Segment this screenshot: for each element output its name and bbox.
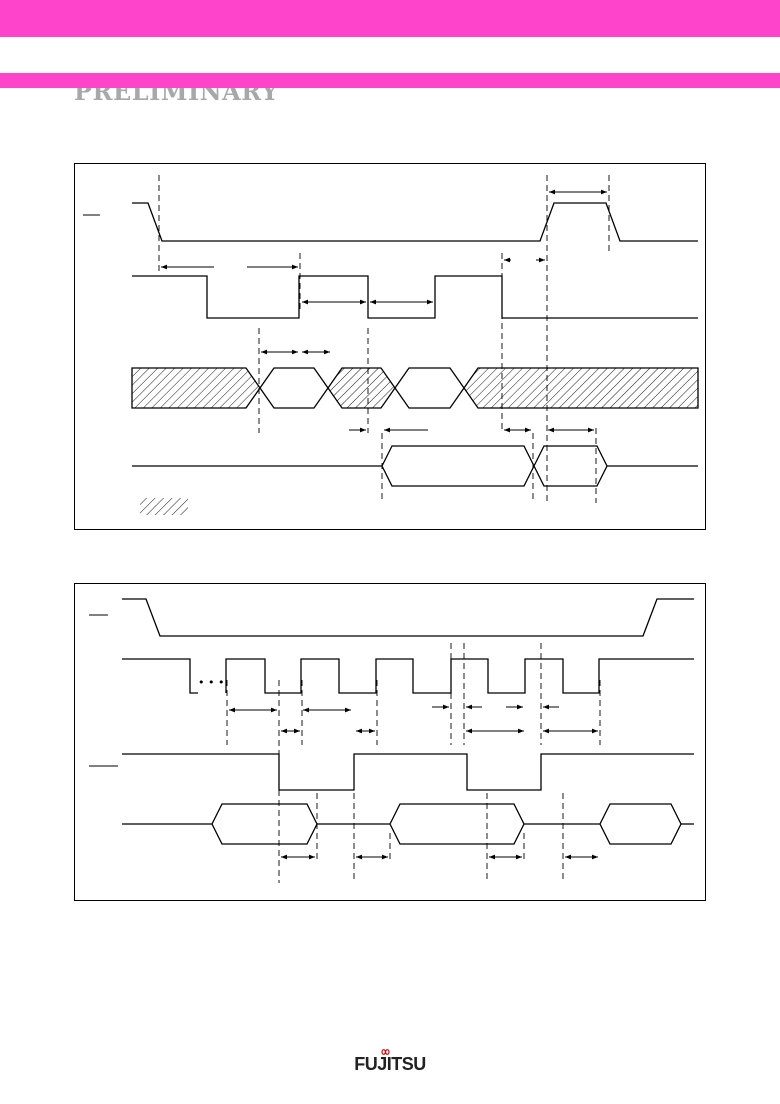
reference-lines <box>158 175 610 503</box>
row1-waveform <box>122 598 694 637</box>
timing-arrows <box>161 189 607 433</box>
row2-waveform <box>122 658 694 694</box>
row3-valid-b <box>394 367 465 409</box>
legend-hatch-swatch <box>140 498 188 515</box>
row4-valid-a <box>211 803 318 845</box>
row4-bus <box>122 803 694 845</box>
row4-valid-b <box>389 803 525 845</box>
header-accent-band <box>0 0 780 37</box>
row3-valid-a <box>259 367 329 409</box>
header-accent-band-lower <box>0 73 780 88</box>
timing-diagram-1 <box>74 163 706 530</box>
timing-arrows <box>229 704 598 860</box>
reference-lines <box>226 643 601 883</box>
row3-hatch-b <box>327 367 396 409</box>
row3-waveform <box>122 753 694 791</box>
row4-bus <box>132 445 698 487</box>
fujitsu-logo: FUJITSU <box>354 1054 426 1074</box>
fujitsu-infinity-mark-icon <box>381 1049 390 1055</box>
timing-diagram-2: • • • <box>74 583 706 901</box>
timing-diagram-2-svg: • • • <box>74 583 706 901</box>
timing-diagram-1-svg <box>74 163 706 530</box>
row3-bus <box>131 367 699 409</box>
diagram-1-frame <box>74 163 706 530</box>
row4-valid-a <box>381 445 535 487</box>
clock-ellipsis: • • • <box>198 676 224 689</box>
row4-valid-c <box>599 803 682 845</box>
row3-hatch-a <box>131 367 261 409</box>
row3-hatch-c <box>463 367 699 409</box>
row2-waveform <box>132 275 698 319</box>
row1-waveform <box>132 202 698 242</box>
header-banner: PRELIMINARY <box>0 37 780 106</box>
diagram-2-frame <box>74 583 706 901</box>
